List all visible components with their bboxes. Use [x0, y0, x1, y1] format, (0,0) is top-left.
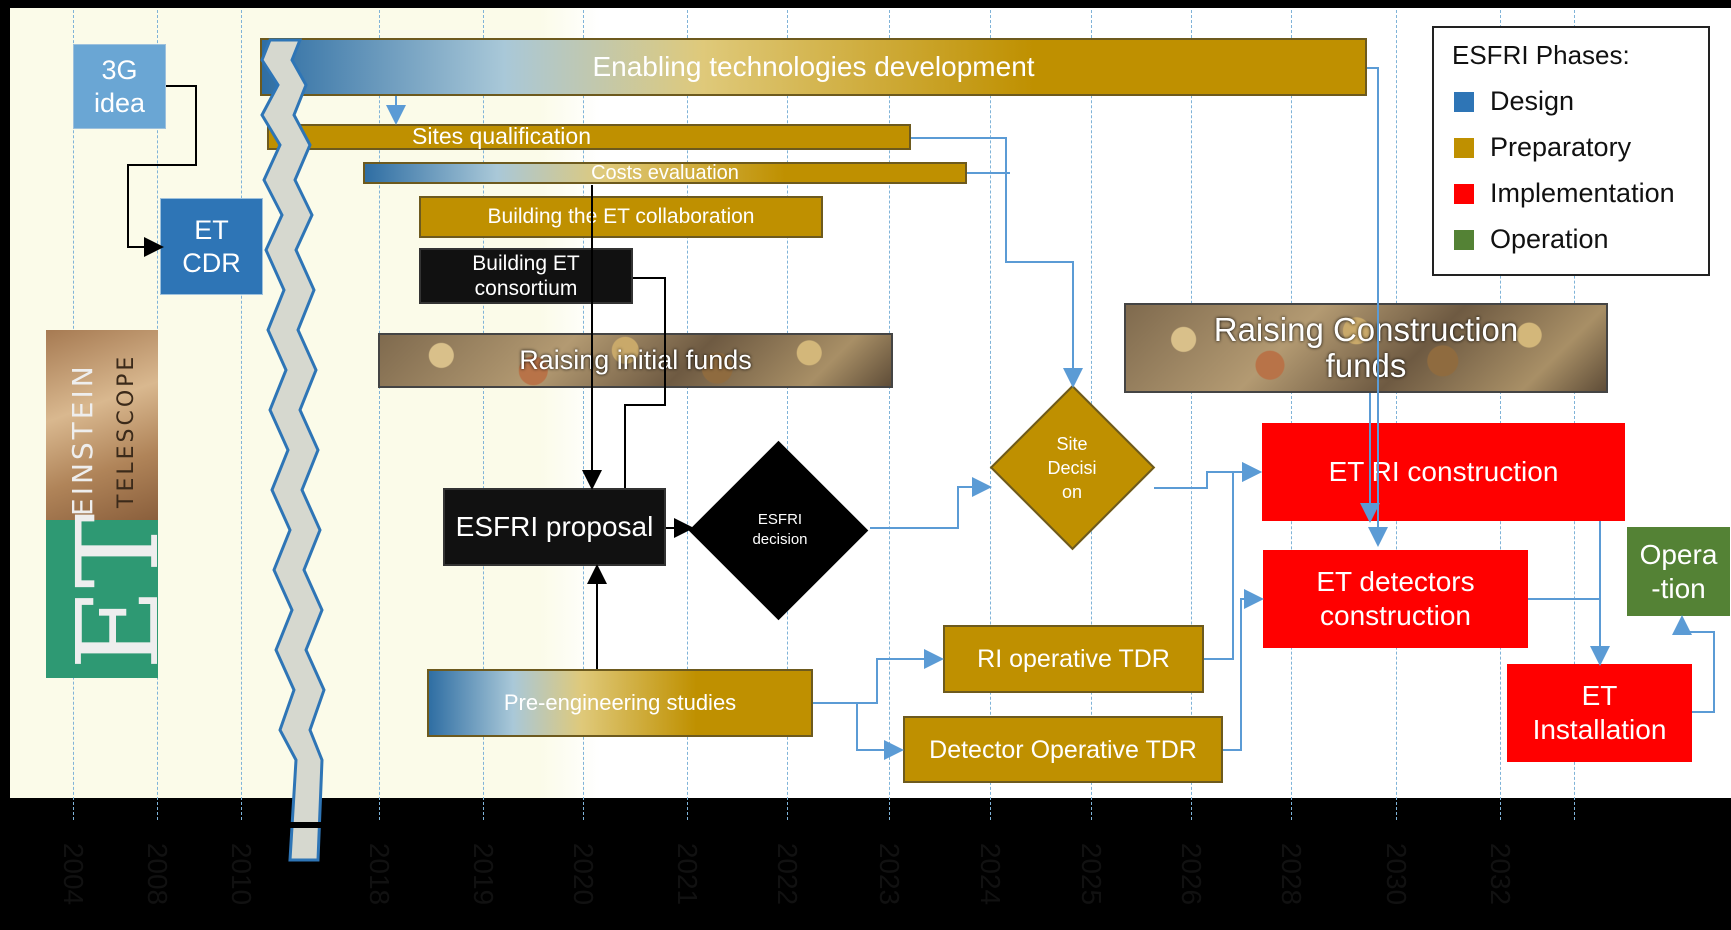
et-installation-box: ET Installation: [1507, 664, 1692, 762]
costs-evaluation-bar: Costs evaluation: [363, 162, 967, 184]
idea-3g-box: 3G idea: [73, 44, 166, 129]
gridline: [483, 10, 484, 825]
legend-item-operation: Operation: [1454, 224, 1609, 255]
connector-ri-tdr-to-construction: [1204, 462, 1262, 660]
legend-item-implementation: Implementation: [1454, 178, 1675, 209]
gridline: [241, 10, 242, 825]
legend-label: Preparatory: [1490, 132, 1632, 162]
gridline: [1396, 10, 1397, 825]
connector-decision-to-site: [870, 477, 992, 529]
legend-title: ESFRI Phases:: [1452, 40, 1630, 70]
gridline: [889, 10, 890, 825]
gridline: [1574, 10, 1575, 825]
logo-bottom-panel: [46, 520, 158, 678]
year-label: 2021: [672, 842, 703, 906]
gridline: [583, 10, 584, 825]
gridline: [1500, 10, 1501, 825]
timeline-arrowhead: [1670, 813, 1694, 837]
legend-swatch: [1454, 137, 1474, 158]
timeline-break: [260, 38, 326, 862]
connector-preeng-to-detector-tdr: [856, 703, 904, 760]
esfri-proposal-box: ESFRI proposal: [443, 488, 666, 566]
connector-consortium-to-proposal: [624, 277, 666, 488]
year-label: 2032: [1485, 842, 1516, 906]
year-label: 2022: [772, 842, 803, 906]
gridline: [1191, 10, 1192, 825]
gridline: [787, 10, 788, 825]
operation-box: Opera -tion: [1627, 527, 1730, 616]
esfri-decision-label: ESFRI decision: [752, 510, 808, 548]
building-collaboration-bar: Building the ET collaboration: [419, 196, 823, 238]
year-label: 2025: [1076, 842, 1107, 906]
ri-operative-tdr-box: RI operative TDR: [943, 625, 1204, 693]
sites-qualification-bar: Sites qualification: [267, 123, 911, 150]
connector-site-to-construction: [1154, 462, 1262, 489]
year-label: 2026: [1176, 842, 1207, 906]
legend-item-design: Design: [1454, 86, 1574, 117]
year-label: 2004: [58, 842, 89, 906]
year-label: 2018: [364, 842, 395, 906]
legend-label: Implementation: [1490, 178, 1675, 208]
et-cdr-box: ET CDR: [160, 198, 263, 295]
raising-initial-funds-banner: Raising initial funds: [378, 333, 893, 388]
year-label: 2030: [1381, 842, 1412, 906]
year-label: 2020: [568, 842, 599, 906]
detector-operative-tdr-box: Detector Operative TDR: [903, 716, 1223, 783]
legend-swatch: [1454, 183, 1474, 204]
connector-det-tdr-to-detectors: [1223, 589, 1264, 751]
year-label: 2010: [226, 842, 257, 906]
connector-installation-to-operation: [1672, 615, 1715, 713]
legend-swatch: [1454, 229, 1474, 250]
site-decision-label: Site Decisi on: [1047, 433, 1097, 503]
gridline: [990, 10, 991, 825]
phase-legend: ESFRI Phases: Design Preparatory Impleme…: [1432, 26, 1710, 276]
connector-preeng-to-tdrs: [813, 649, 944, 704]
legend-swatch: [1454, 91, 1474, 112]
year-label: 2024: [975, 842, 1006, 906]
year-label: 2023: [874, 842, 905, 906]
connector-idea-to-cdr: [127, 85, 197, 257]
year-label: 2019: [468, 842, 499, 906]
year-label: 2028: [1276, 842, 1307, 906]
connector-sites-to-site-decision: [911, 137, 1083, 388]
legend-item-preparatory: Preparatory: [1454, 132, 1631, 163]
gridline: [687, 10, 688, 825]
year-label: 2008: [142, 842, 173, 906]
enabling-technologies-bar: Enabling technologies development: [260, 38, 1367, 96]
gridline: [1291, 10, 1292, 825]
einstein-telescope-logo: EINSTEIN TELESCOPE ET: [46, 330, 184, 678]
gridline: [379, 10, 380, 825]
raising-construction-funds-banner: Raising Construction funds: [1124, 303, 1608, 393]
building-consortium-box: Building ET consortium: [419, 248, 633, 304]
pre-engineering-studies-bar: Pre-engineering studies: [427, 669, 813, 737]
legend-label: Design: [1490, 86, 1575, 116]
logo-top-panel: [46, 330, 158, 520]
et-ri-construction-box: ET RI construction: [1262, 423, 1625, 521]
connector-enabling-to-construction: [1367, 67, 1388, 547]
et-detectors-construction-box: ET detectors construction: [1263, 550, 1528, 648]
legend-label: Operation: [1490, 224, 1609, 254]
